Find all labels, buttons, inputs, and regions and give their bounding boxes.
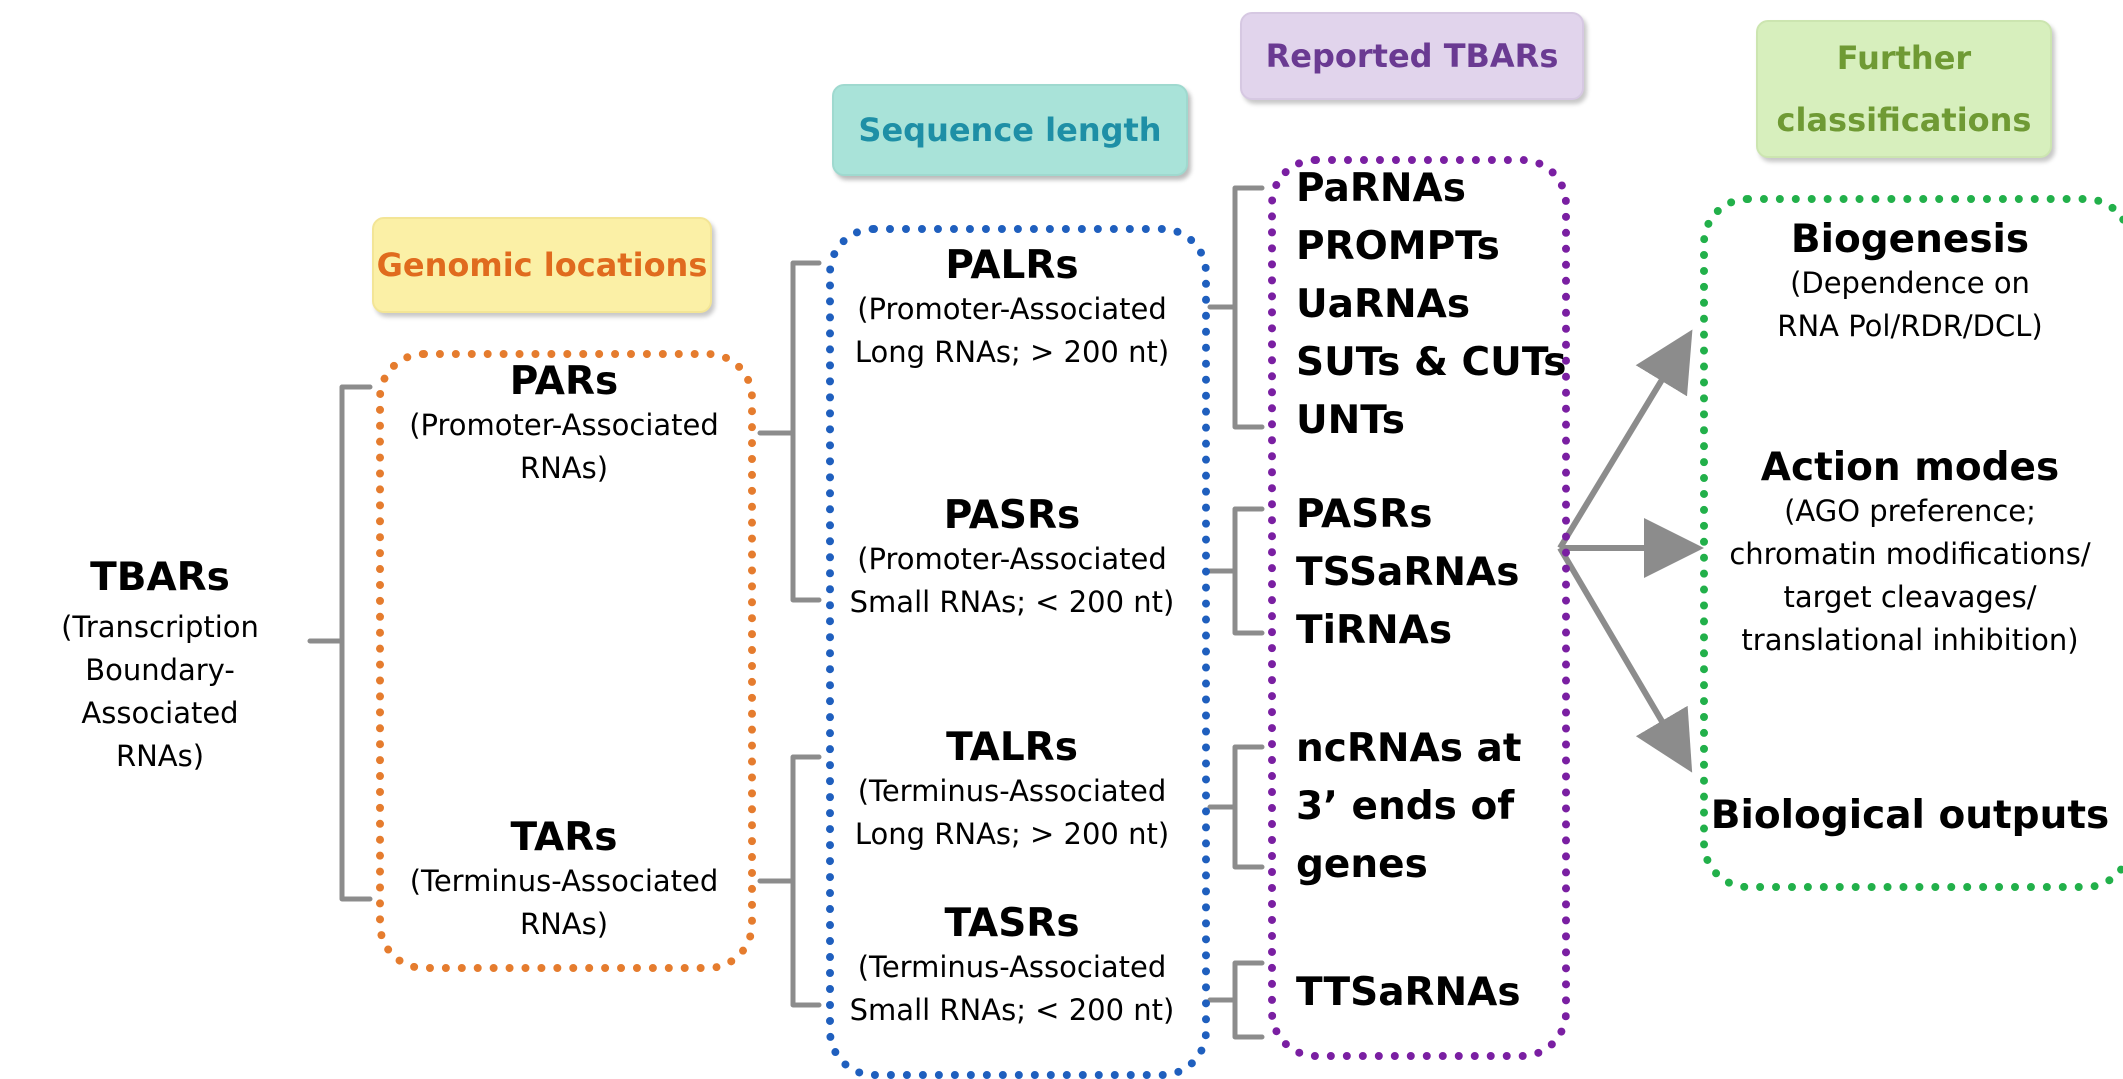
biogenesis-node: Biogenesis (Dependence on RNA Pol/RDR/DC… <box>1706 218 2114 348</box>
genomic-locations-header-label: Genomic locations <box>376 246 708 284</box>
pasrs-bracket <box>1207 506 1265 636</box>
palrs-description-line1: (Promoter-Associated <box>857 292 1167 326</box>
palrs-description-line2: Long RNAs; > 200 nt) <box>854 335 1170 369</box>
tasrs-description-line2: Small RNAs; < 200 nt) <box>849 993 1175 1027</box>
reported-tbars-box <box>1268 156 1570 1060</box>
tbars-bracket <box>307 384 373 902</box>
pars-title: PARs <box>509 359 619 404</box>
further-classifications-header: Further classifications <box>1756 20 2052 158</box>
pars-description: (Promoter-Associated RNAs) <box>409 408 719 485</box>
further-classifications-box <box>1700 195 2123 891</box>
tars-description: (Terminus-Associated RNAs) <box>409 864 719 941</box>
list-item: PaRNAs <box>1296 166 1466 211</box>
list-item: 3’ ends of <box>1296 784 1515 829</box>
reported-group-terminus-small: TTSaRNAs <box>1296 964 1521 1022</box>
action-modes-description-line3: target cleavages/ <box>1783 580 2037 614</box>
tbars-title: TBARs <box>90 555 230 600</box>
sequence-length-header: Sequence length <box>832 84 1188 176</box>
biogenesis-description-line1: (Dependence on <box>1790 266 2030 300</box>
palrs-title: PALRs <box>945 243 1079 288</box>
sequence-length-header-label: Sequence length <box>858 111 1162 149</box>
talrs-node: TALRs (Terminus-Associated Long RNAs; > … <box>832 726 1192 856</box>
list-item: SUTs & CUTs <box>1296 340 1567 385</box>
pasrs-description-line2: Small RNAs; < 200 nt) <box>849 585 1175 619</box>
sequence-length-box <box>826 225 1210 1079</box>
action-modes-description-line2: chromatin modifications/ <box>1729 537 2091 571</box>
list-item: PROMPTs <box>1296 224 1500 269</box>
reported-group-terminus-long: ncRNAs at 3’ ends of genes <box>1296 720 1522 894</box>
reported-group-promoter-small: PASRs TSSaRNAs TiRNAs <box>1296 486 1519 660</box>
tars-node: TARs (Terminus-Associated RNAs) <box>386 816 742 946</box>
tasrs-description-line1: (Terminus-Associated <box>857 950 1167 984</box>
reported-tbars-header-label: Reported TBARs <box>1265 37 1559 75</box>
pars-bracket <box>757 260 822 603</box>
pasrs-description-line1: (Promoter-Associated <box>857 542 1167 576</box>
tasrs-node: TASRs (Terminus-Associated Small RNAs; <… <box>832 902 1192 1032</box>
reported-tbars-header: Reported TBARs <box>1240 12 1584 100</box>
biogenesis-title: Biogenesis <box>1790 217 2030 262</box>
action-modes-title: Action modes <box>1760 445 2060 490</box>
pasrs-node: PASRs (Promoter-Associated Small RNAs; <… <box>832 494 1192 624</box>
further-classifications-header-label: Further classifications <box>1776 39 2032 139</box>
talrs-title: TALRs <box>946 725 1078 770</box>
talrs-description-line2: Long RNAs; > 200 nt) <box>854 817 1170 851</box>
palrs-node: PALRs (Promoter-Associated Long RNAs; > … <box>832 244 1192 374</box>
action-modes-description-line4: translational inhibition) <box>1741 623 2079 657</box>
list-item: ncRNAs at <box>1296 726 1522 771</box>
arrow-to-biological-outputs <box>1557 546 1693 773</box>
tasrs-bracket <box>1207 960 1265 1040</box>
list-item: TSSaRNAs <box>1296 550 1520 595</box>
tars-bracket <box>757 754 822 1008</box>
pasrs-title: PASRs <box>943 493 1081 538</box>
pars-node: PARs (Promoter-Associated RNAs) <box>386 360 742 490</box>
tasrs-title: TASRs <box>944 901 1080 946</box>
tars-title: TARs <box>510 815 618 860</box>
tbars-description: (Transcription Boundary-Associated RNAs) <box>61 610 259 773</box>
list-item: TTSaRNAs <box>1296 970 1521 1015</box>
biological-outputs-node: Biological outputs <box>1706 794 2114 838</box>
list-item: TiRNAs <box>1296 608 1453 653</box>
list-item: UaRNAs <box>1296 282 1471 327</box>
biological-outputs-title: Biological outputs <box>1710 793 2110 838</box>
palrs-bracket <box>1207 185 1265 430</box>
talrs-description-line1: (Terminus-Associated <box>857 774 1167 808</box>
list-item: UNTs <box>1296 398 1405 443</box>
action-modes-description-line1: (AGO preference; <box>1784 494 2036 528</box>
list-item: genes <box>1296 842 1428 887</box>
talrs-bracket <box>1207 744 1265 870</box>
list-item: PASRs <box>1296 492 1433 537</box>
action-modes-node: Action modes (AGO preference; chromatin … <box>1706 446 2114 662</box>
genomic-locations-header: Genomic locations <box>372 217 712 313</box>
arrow-to-biogenesis <box>1557 329 1693 550</box>
tbars-node: TBARs (Transcription Boundary-Associated… <box>0 556 320 778</box>
genomic-locations-box <box>376 350 756 972</box>
biogenesis-description-line2: RNA Pol/RDR/DCL) <box>1777 309 2043 343</box>
reported-group-promoter-long: PaRNAs PROMPTs UaRNAs SUTs & CUTs UNTs <box>1296 160 1567 450</box>
